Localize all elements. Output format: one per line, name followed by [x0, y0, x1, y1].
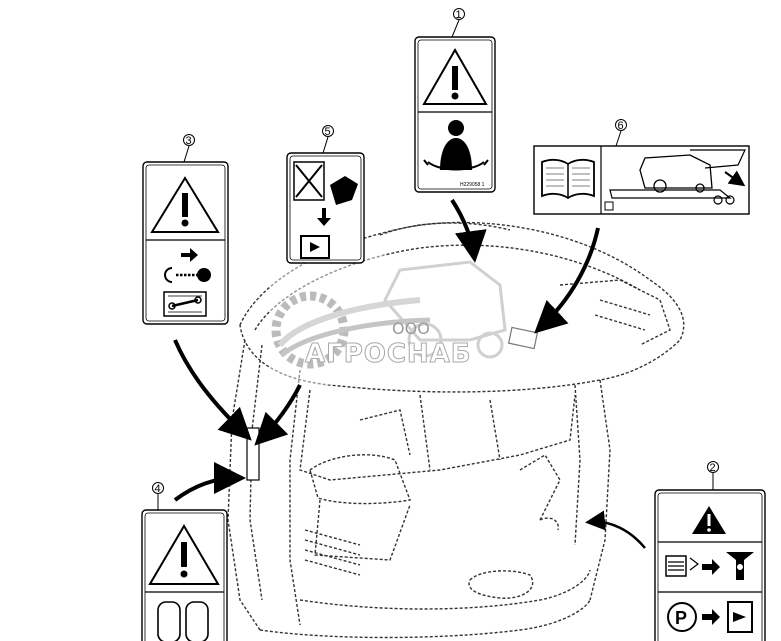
svg-text:P: P — [675, 608, 687, 628]
parking-brake-icon: P — [667, 602, 697, 632]
combine-transport-icon — [604, 149, 746, 211]
callout-3-label: 3 — [186, 135, 192, 147]
warning-triangle-icon — [422, 47, 488, 105]
decal-location-roof — [507, 326, 539, 350]
arrow-down-icon — [317, 208, 331, 226]
callout-5: 5 — [254, 125, 365, 446]
manual-wrench-icon — [163, 291, 207, 317]
decal-3 — [142, 161, 229, 325]
callout-2-label: 2 — [710, 462, 716, 474]
seated-operator-icon — [423, 120, 489, 171]
callout-1: 1 H229058 1 — [414, 8, 496, 263]
callout-2: 2 P — [585, 461, 766, 641]
warning-triangle-icon — [692, 506, 726, 534]
key-icon — [164, 267, 211, 283]
warning-triangle-icon — [150, 176, 220, 233]
callout-5-label: 5 — [325, 126, 331, 138]
machine-controls-icon — [665, 555, 699, 577]
decal-location-left-post — [246, 427, 260, 481]
arrow-right-icon — [702, 609, 720, 625]
callout-1-label: 1 — [456, 9, 462, 21]
door-exit-icon — [300, 235, 330, 259]
callout-4: 4 — [141, 462, 246, 641]
watermark: ООО АГРОСНАБ — [270, 255, 540, 385]
cab-drawing — [227, 221, 685, 639]
arrow-right-icon — [702, 559, 720, 575]
crushing-hazard-icon — [293, 161, 358, 205]
decal-1 — [414, 36, 496, 193]
operator-stop-icon — [726, 552, 754, 580]
callout-6: 6 — [533, 119, 750, 334]
watermark-prefix: ООО — [392, 319, 430, 338]
decal-1-code: H229058 1 — [460, 182, 485, 188]
warning-triangle-icon — [148, 524, 220, 585]
tire-icon — [157, 601, 209, 641]
arrow-right-icon — [181, 248, 198, 262]
callout-3: 3 — [142, 134, 252, 441]
door-exit-icon — [727, 601, 753, 633]
watermark-name: АГРОСНАБ — [305, 339, 472, 369]
callout-4-label: 4 — [155, 483, 161, 495]
manual-book-icon — [541, 158, 595, 200]
decal-6 — [533, 145, 750, 215]
callout-6-label: 6 — [618, 120, 624, 132]
